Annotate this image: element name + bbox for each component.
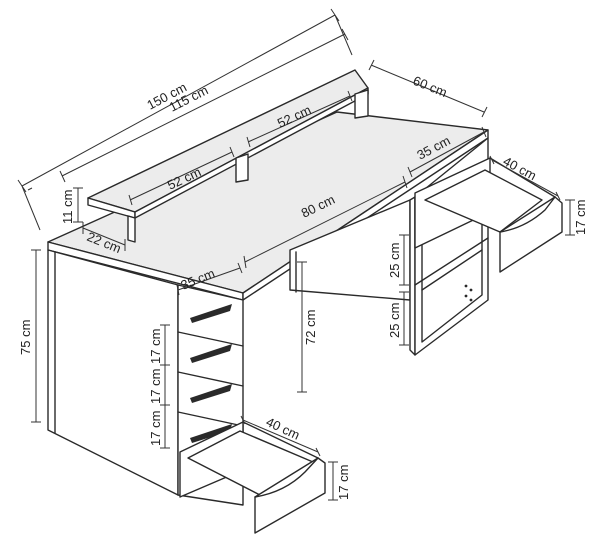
bottom-drawer-right-edge xyxy=(242,421,319,459)
dim-line-115 xyxy=(59,28,349,183)
top-drawer-bottom-inner xyxy=(424,169,543,233)
monitor-shelf xyxy=(87,69,369,243)
monitor-shelf-leg-left xyxy=(127,215,136,243)
label-bottom-drawer-depth: 40 cm xyxy=(264,414,302,443)
label-desk-height: 75 cm xyxy=(18,320,33,355)
drawer-gap-1 xyxy=(177,331,244,347)
top-drawer-front xyxy=(499,196,563,273)
dim-line-17-top xyxy=(565,199,575,236)
dim-line-60 xyxy=(368,59,488,118)
label-shelf-upper-height: 25 cm xyxy=(387,243,402,278)
drawer-handle-4 xyxy=(190,424,232,443)
shelf-pin-hole-3 xyxy=(464,294,468,298)
label-top-drawer-height: 17 cm xyxy=(573,200,588,235)
dim-line-52-right xyxy=(246,90,353,148)
drawer-handle-2 xyxy=(190,344,232,363)
shelf-pin-hole-4 xyxy=(469,298,473,302)
monitor-shelf-leg-middle xyxy=(235,153,249,183)
dimension-lines xyxy=(17,8,575,501)
drawer-gap-2 xyxy=(177,371,244,387)
bottom-drawer-front xyxy=(254,457,326,534)
dim-line-25-upper xyxy=(399,234,409,286)
dim-line-11 xyxy=(73,187,83,223)
desk-body xyxy=(47,69,563,534)
shelf-pin-hole-1 xyxy=(464,284,468,288)
top-right-drawer xyxy=(414,157,563,273)
label-shelf-lower-height: 25 cm xyxy=(387,303,402,338)
right-shelf-board xyxy=(414,237,489,286)
label-drawer-2-height: 17 cm xyxy=(148,369,163,404)
right-shelf-unit-side xyxy=(409,196,416,356)
dim-line-35-left xyxy=(176,262,243,296)
label-top-drawer-depth: 40 cm xyxy=(501,153,539,183)
dim-line-40-bottom xyxy=(240,415,321,457)
dim-line-52-left xyxy=(128,146,235,206)
monitor-shelf-leg-right xyxy=(354,89,369,119)
right-shelf-board-lower xyxy=(421,249,483,291)
drawer-gap-3 xyxy=(177,411,244,427)
label-shelf-height: 11 cm xyxy=(60,190,75,224)
dim-line-25-lower xyxy=(399,291,409,346)
shelf-pin-hole-2 xyxy=(469,288,473,292)
top-drawer-front-cutout xyxy=(499,196,556,233)
dim-line-40-top xyxy=(489,155,561,201)
dim-line-17-bottom xyxy=(328,461,338,501)
dim-line-35-right xyxy=(407,126,487,178)
label-drawer-3-height: 17 cm xyxy=(148,411,163,446)
dim-line-22 xyxy=(82,222,126,251)
label-bottom-drawer-height: 17 cm xyxy=(336,465,351,500)
label-drawer-1-height: 17 cm xyxy=(148,329,163,364)
bottom-left-drawer xyxy=(179,421,326,534)
dim-line-75 xyxy=(31,249,41,423)
drawer-handle-3 xyxy=(190,384,232,403)
dim-line-150 xyxy=(17,8,353,231)
dim-line-17-drawer-3 xyxy=(160,404,170,449)
dim-line-72 xyxy=(297,261,307,393)
drawer-handle-1 xyxy=(190,304,232,323)
bottom-drawer-front-cutout xyxy=(254,457,319,498)
label-leg-clearance: 72 cm xyxy=(303,310,318,345)
left-drawers xyxy=(177,304,244,443)
label-depth: 60 cm xyxy=(411,73,449,100)
dim-line-80 xyxy=(243,175,408,269)
